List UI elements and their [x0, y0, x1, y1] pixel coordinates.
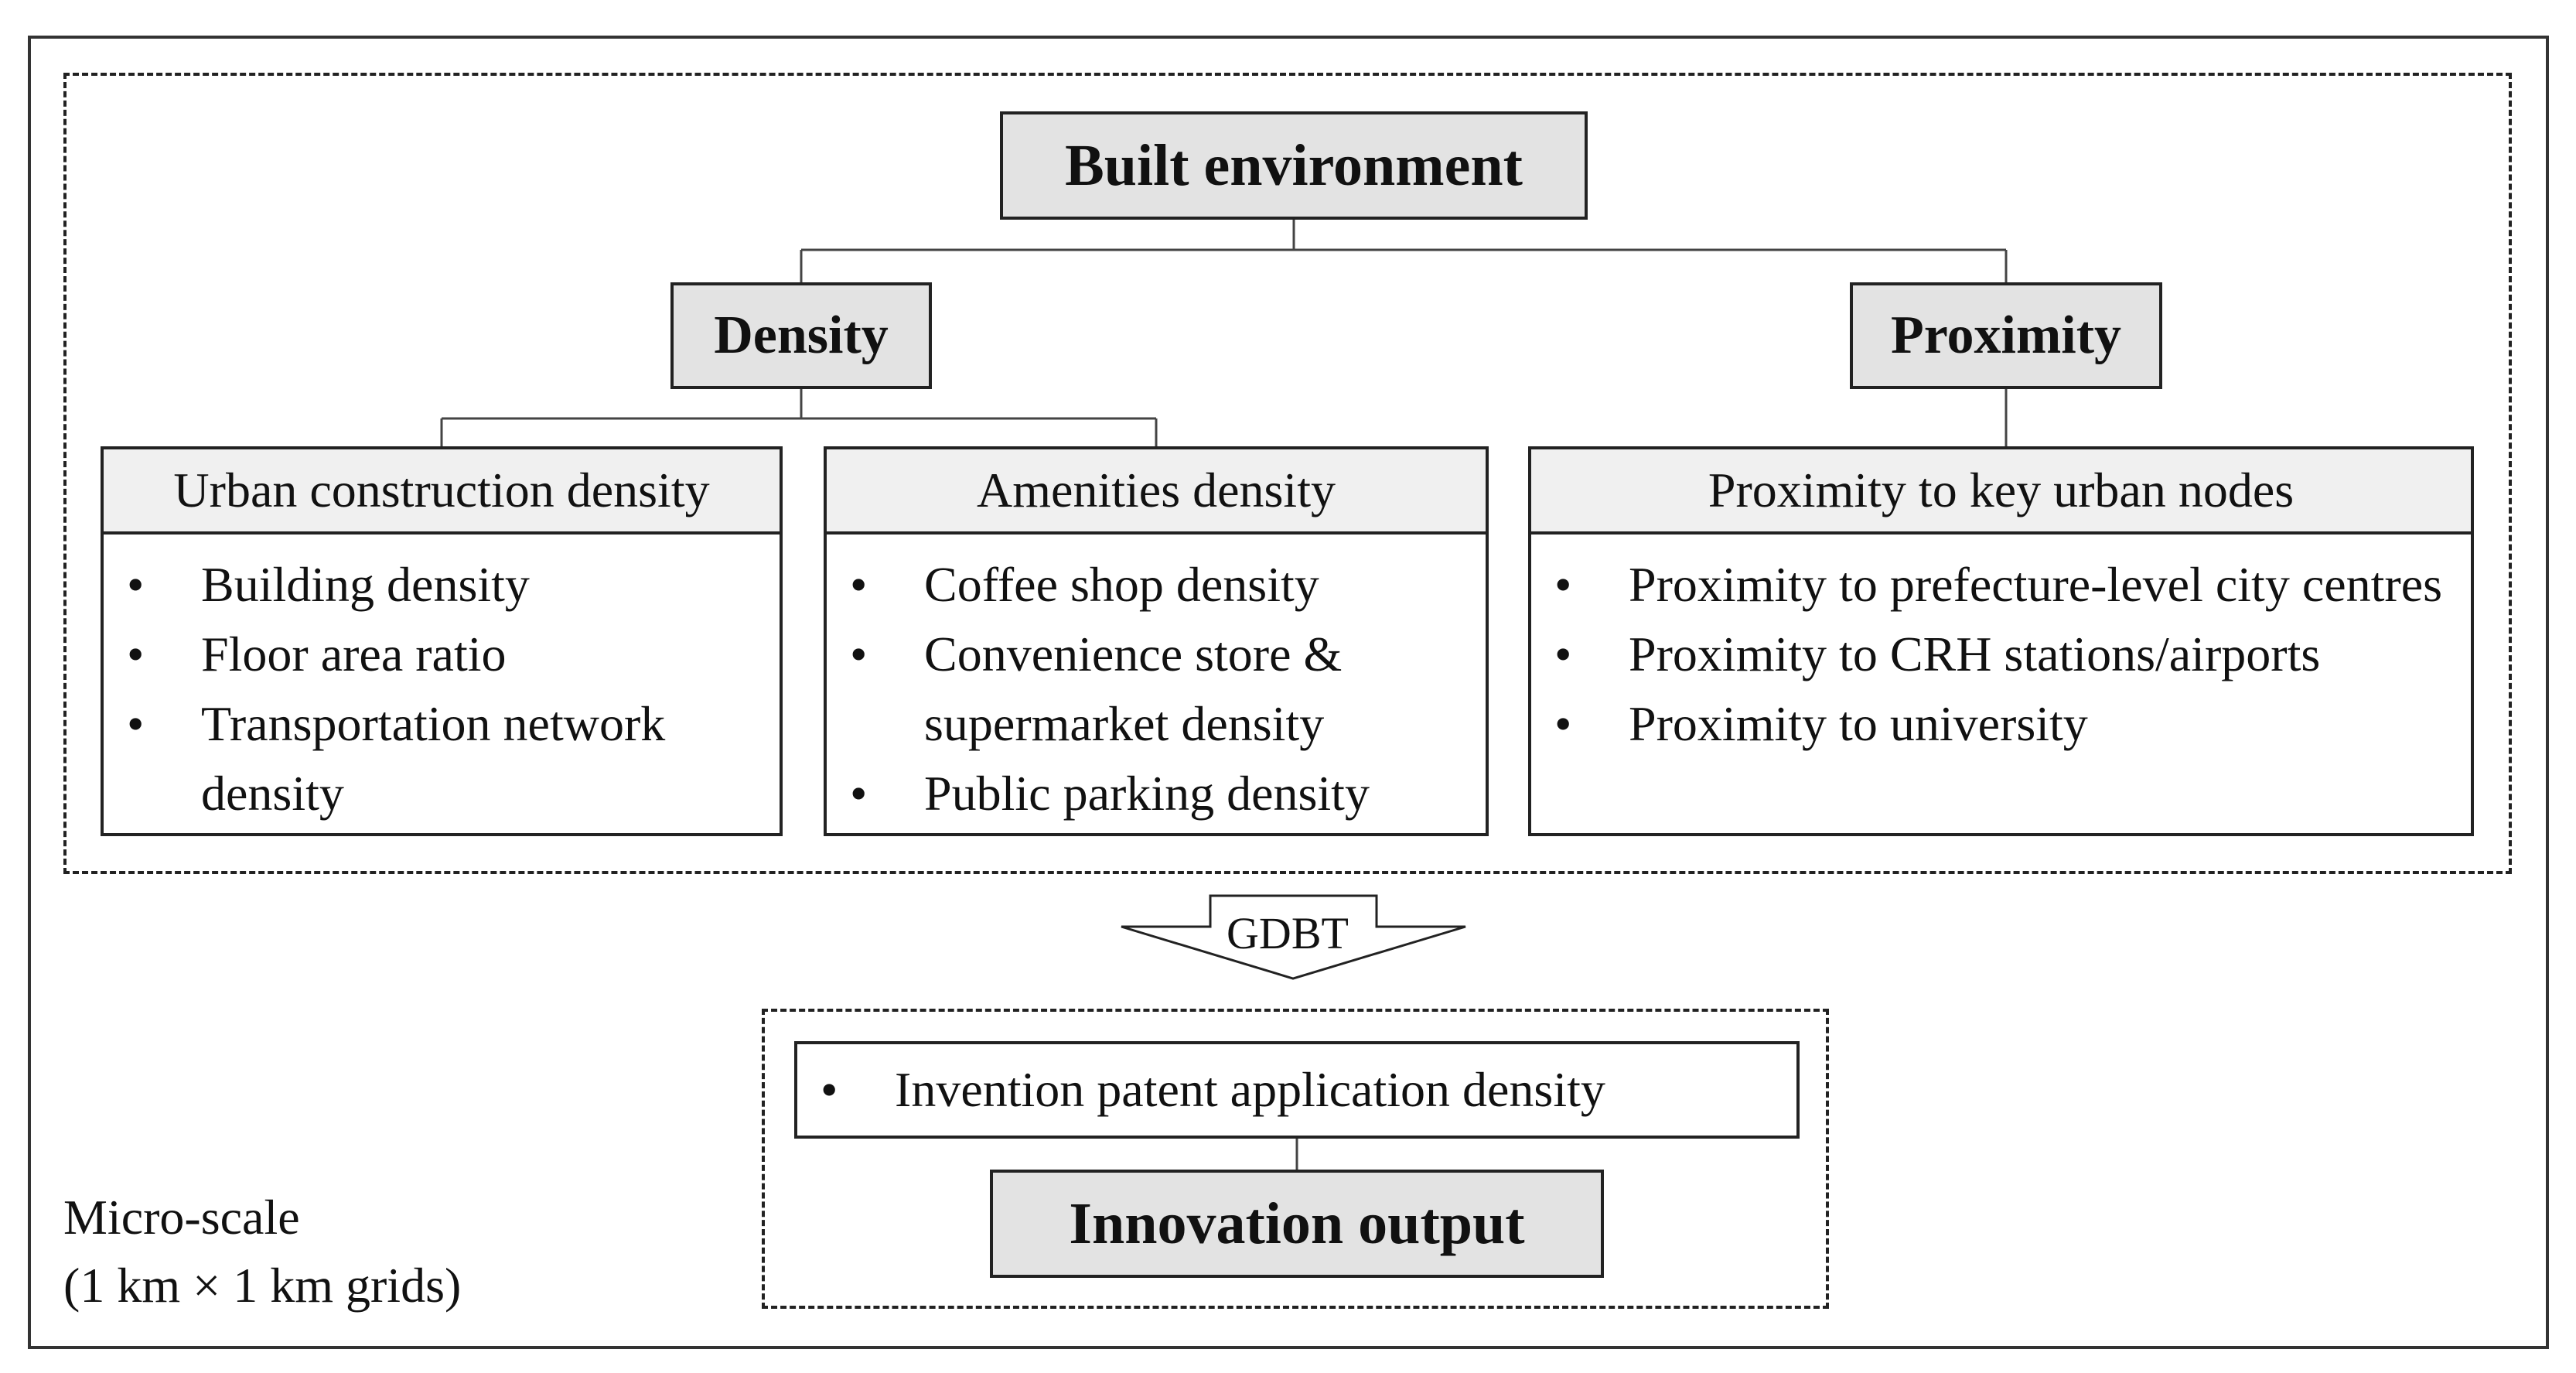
proximity-box: Proximity: [1850, 282, 2162, 389]
scale-note: Micro-scale (1 km × 1 km grids): [63, 1183, 461, 1320]
category-proximity-nodes: Proximity to key urban nodes Proximity t…: [1528, 446, 2474, 836]
built-environment-group: [63, 73, 2512, 874]
gdbt-arrow: [1121, 894, 1466, 980]
list-item: Public parking density: [850, 759, 1478, 828]
category-title: Urban construction density: [104, 449, 780, 535]
density-box: Density: [670, 282, 932, 389]
list-item: Floor area ratio: [127, 620, 772, 689]
scale-line-2: (1 km × 1 km grids): [63, 1258, 462, 1313]
list-item: Building density: [127, 550, 772, 620]
outer-frame: [28, 36, 2549, 1349]
list-item: Proximity to university: [1554, 689, 2463, 759]
list-item: Proximity to CRH stations/airports: [1554, 620, 2463, 689]
connector-density-to-categories: [440, 389, 1158, 446]
list-item: Transportation network density: [127, 689, 772, 828]
innovation-output-box: Innovation output: [990, 1170, 1604, 1278]
list-item: Proximity to prefecture-level city centr…: [1554, 550, 2463, 620]
category-title: Amenities density: [827, 449, 1486, 535]
category-title: Proximity to key urban nodes: [1531, 449, 2471, 535]
list-item: Coffee shop density: [850, 550, 1478, 620]
category-urban-construction: Urban construction density Building dens…: [101, 446, 783, 836]
innovation-output-group: [762, 1009, 1829, 1309]
list-item: Convenience store & supermarket density: [850, 620, 1478, 759]
gdbt-label: GDBT: [1227, 907, 1349, 958]
built-environment-box: Built environment: [1000, 111, 1588, 220]
connector-built-to-branches: [800, 220, 2008, 282]
scale-line-1: Micro-scale: [63, 1190, 300, 1245]
category-amenities: Amenities density Coffee shop density Co…: [824, 446, 1489, 836]
patent-indicator-box: • Invention patent application density: [794, 1041, 1800, 1139]
bullet-icon: •: [821, 1062, 838, 1117]
patent-indicator-label: Invention patent application density: [895, 1062, 1605, 1117]
